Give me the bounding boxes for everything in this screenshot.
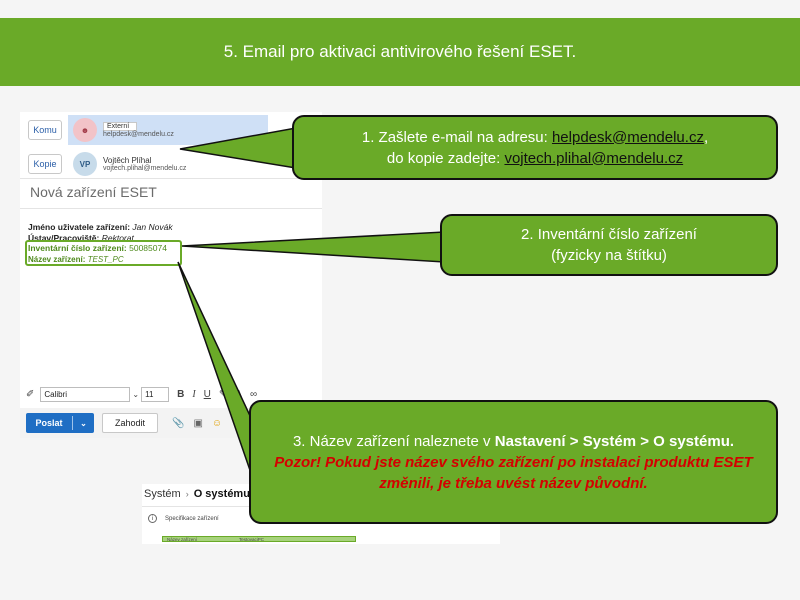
- subject-field[interactable]: Nová zařízení ESET: [30, 184, 157, 200]
- device-label: Název zařízení:: [28, 255, 86, 264]
- user-value: Jan Novák: [132, 222, 173, 232]
- divider: [72, 416, 73, 430]
- discard-button[interactable]: Zahodit: [102, 413, 158, 433]
- callout-send-email: 1. Zašlete e-mail na adresu: helpdesk@me…: [292, 115, 778, 180]
- callout-2-line-1: 2. Inventární číslo zařízení: [521, 226, 697, 243]
- info-icon: i: [148, 514, 157, 523]
- highlighter-icon[interactable]: ✎: [218, 388, 228, 400]
- inventory-label: Inventární číslo zařízení:: [28, 243, 127, 253]
- helpdesk-email-link[interactable]: helpdesk@mendelu.cz: [551, 128, 704, 146]
- cc-email-link[interactable]: vojtech.plihal@mendelu.cz: [504, 149, 684, 167]
- body-user-line: Jméno uživatele zařízení: Jan Novák: [28, 222, 173, 232]
- send-label: Poslat: [35, 418, 63, 428]
- paint-brush-icon[interactable]: ✐: [26, 388, 35, 400]
- font-color-icon[interactable]: A: [235, 388, 242, 400]
- image-icon[interactable]: ▣: [193, 417, 203, 429]
- callout-1-line-1: 1. Zašlete e-mail na adresu: helpdesk@me…: [294, 127, 776, 148]
- to-address: helpdesk@mendelu.cz: [103, 131, 174, 138]
- user-label: Jméno uživatele zařízení:: [28, 222, 131, 232]
- chevron-right-icon: ›: [185, 489, 189, 499]
- callout-1-line-2: do kopie zadejte: vojtech.plihal@mendelu…: [294, 148, 776, 169]
- device-name-label: Název zařízení: [167, 536, 198, 542]
- email-compose-screenshot: Komu ☻ Externí helpdesk@mendelu.cz Kopie…: [20, 112, 322, 438]
- cc-recipient-chip[interactable]: VP Vojtěch Plíhal vojtech.plihal@mendelu…: [68, 149, 186, 179]
- cc-button[interactable]: Kopie: [28, 154, 62, 174]
- body-device-line: Název zařízení: TEST_PC: [28, 255, 124, 264]
- callout-3-warning: Pozor! Pokud jste název svého zařízení p…: [274, 453, 753, 492]
- breadcrumb-root[interactable]: Systém: [144, 488, 181, 500]
- font-size-select[interactable]: 11: [141, 386, 170, 402]
- font-select[interactable]: Calibri: [40, 386, 131, 402]
- italic-icon[interactable]: I: [192, 388, 196, 400]
- callout-1-comma: ,: [703, 128, 709, 146]
- cc-address: vojtech.plihal@mendelu.cz: [103, 165, 187, 172]
- breadcrumb-current: O systému: [193, 488, 250, 500]
- callout-2-line-2: (fyzicky na štítku): [551, 247, 667, 264]
- callout-1-prefix: 1. Zašlete e-mail na adresu:: [361, 128, 552, 146]
- divider: [20, 178, 322, 179]
- cc-row: Kopie VP Vojtěch Plíhal vojtech.plihal@m…: [20, 148, 322, 180]
- body-inventory-line: Inventární číslo zařízení: 50085074: [28, 243, 167, 253]
- attach-icon[interactable]: 📎: [172, 417, 185, 429]
- to-row: Komu ☻ Externí helpdesk@mendelu.cz: [20, 114, 322, 146]
- cc-name: Vojtěch Plíhal: [103, 156, 152, 165]
- device-name-value: TestovaciPC: [239, 536, 265, 542]
- chevron-down-icon[interactable]: ⌄: [80, 418, 87, 428]
- external-badge: Externí: [103, 122, 137, 131]
- callout-1-line-2-prefix: do kopie zadejte:: [386, 149, 505, 167]
- cc-avatar: VP: [73, 152, 97, 176]
- underline-icon[interactable]: U: [203, 388, 211, 400]
- dept-label: Ústav/Pracoviště:: [28, 233, 100, 243]
- chevron-down-icon[interactable]: ⌄: [132, 389, 140, 399]
- emoji-icon[interactable]: ☺: [211, 417, 223, 429]
- person-icon: ☻: [73, 118, 97, 142]
- bold-icon[interactable]: B: [177, 388, 185, 400]
- breadcrumb: Systém › O systému: [144, 488, 250, 500]
- callout-3-main: 3. Název zařízení naleznete v Nastavení …: [265, 431, 762, 452]
- callout-device-name: 3. Název zařízení naleznete v Nastavení …: [249, 400, 778, 524]
- highlight-box: [25, 240, 182, 266]
- to-recipient-chip[interactable]: ☻ Externí helpdesk@mendelu.cz: [68, 115, 268, 145]
- to-button[interactable]: Komu: [28, 120, 62, 140]
- dept-value: Rektorat: [101, 233, 134, 243]
- callout-inventory-number: 2. Inventární číslo zařízení (fyzicky na…: [440, 214, 778, 276]
- send-button[interactable]: Poslat ⌄: [26, 413, 94, 433]
- font-name: Calibri: [44, 389, 68, 399]
- device-name-row: Název zařízení TestovaciPC: [162, 536, 356, 542]
- divider: [20, 208, 322, 209]
- slide-title: 5. Email pro aktivaci antivirového řešen…: [0, 18, 800, 86]
- callout-3-prefix: 3. Název zařízení naleznete v: [292, 432, 495, 450]
- font-size-value: 11: [145, 389, 154, 399]
- settings-path: Nastavení > Systém > O systému.: [494, 432, 735, 450]
- link-icon[interactable]: ∞: [249, 388, 258, 400]
- device-value: TEST_PC: [87, 255, 124, 264]
- spec-label: Specifikace zařízení: [165, 515, 219, 522]
- body-dept-line: Ústav/Pracoviště: Rektorat: [28, 233, 134, 243]
- inventory-value: 50085074: [129, 243, 167, 253]
- spec-row[interactable]: i Specifikace zařízení: [148, 514, 219, 523]
